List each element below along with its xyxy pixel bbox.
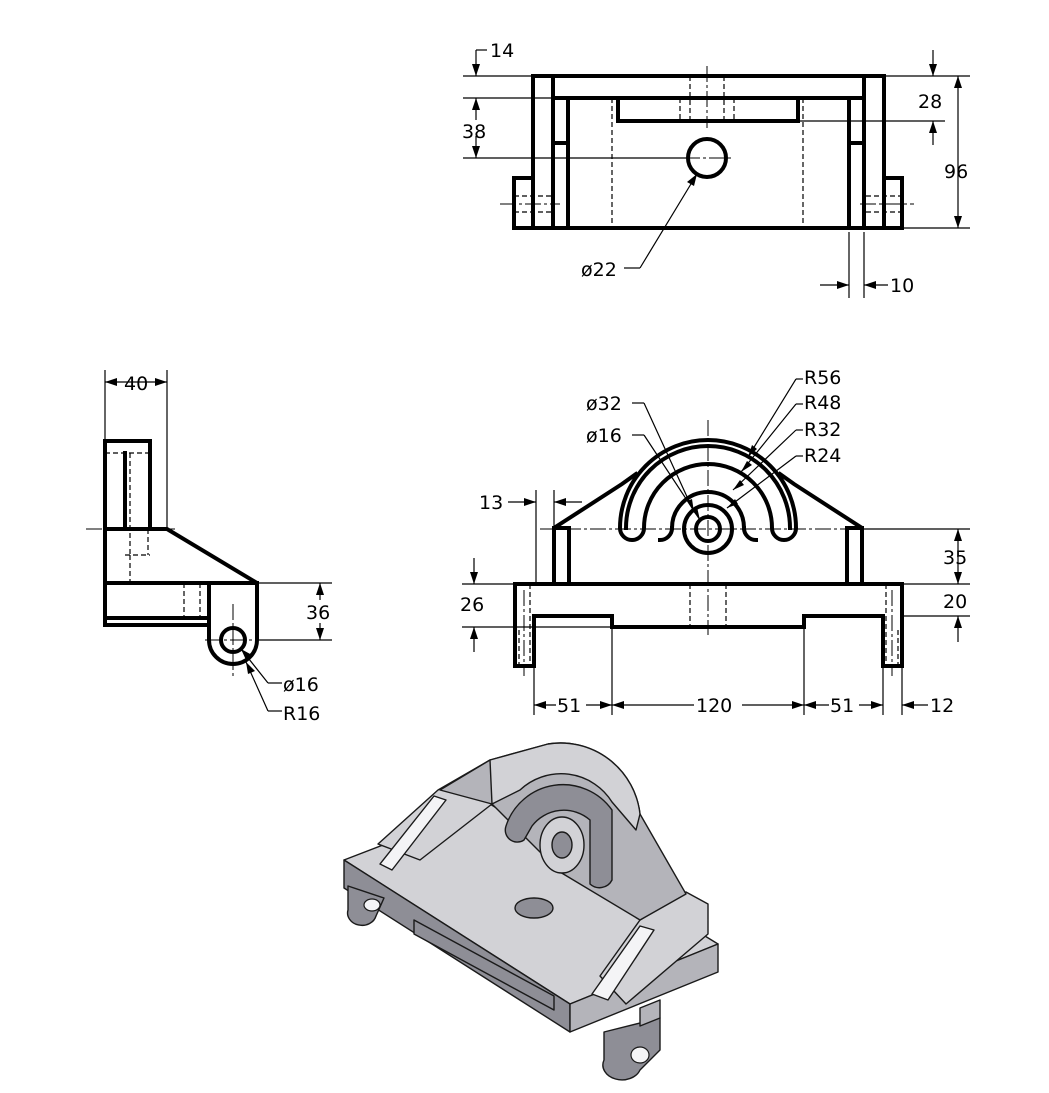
dim-35: 35	[943, 547, 967, 569]
side-view-outline	[103, 439, 259, 666]
dim-40: 40	[124, 373, 148, 395]
dim-r24: R24	[804, 445, 841, 467]
isometric-view	[343, 742, 719, 1081]
front-view-wall	[552, 471, 639, 586]
dim-96: 96	[944, 161, 968, 183]
dim-20: 20	[943, 591, 967, 613]
dim-r48: R48	[804, 392, 841, 414]
dim-36: 36	[306, 602, 330, 624]
side-view: 40 36 ø16 R16	[86, 370, 332, 725]
top-view: 14 38 28 96 10 ø22	[462, 40, 970, 298]
dim-r32: R32	[804, 419, 841, 441]
dim-r56: R56	[804, 367, 841, 389]
dim-hole-16-front: ø16	[586, 425, 622, 447]
dim-r16: R16	[283, 703, 320, 725]
dim-51-left: 51	[557, 695, 581, 717]
top-view-outline	[512, 74, 904, 230]
dim-14: 14	[490, 40, 514, 62]
dim-13: 13	[479, 492, 503, 514]
dim-38: 38	[462, 121, 486, 143]
dim-51-right: 51	[830, 695, 854, 717]
dim-hole-22: ø22	[581, 259, 617, 281]
dim-120: 120	[696, 695, 732, 717]
dim-28: 28	[918, 91, 942, 113]
dim-10: 10	[890, 275, 914, 297]
front-view: R56 R48 R32 R24 ø32 ø16 13	[460, 367, 970, 717]
front-view-base	[513, 582, 904, 668]
dim-hole-16: ø16	[283, 674, 319, 696]
dim-26: 26	[460, 594, 484, 616]
dim-12: 12	[930, 695, 954, 717]
dim-hole-32: ø32	[586, 393, 622, 415]
